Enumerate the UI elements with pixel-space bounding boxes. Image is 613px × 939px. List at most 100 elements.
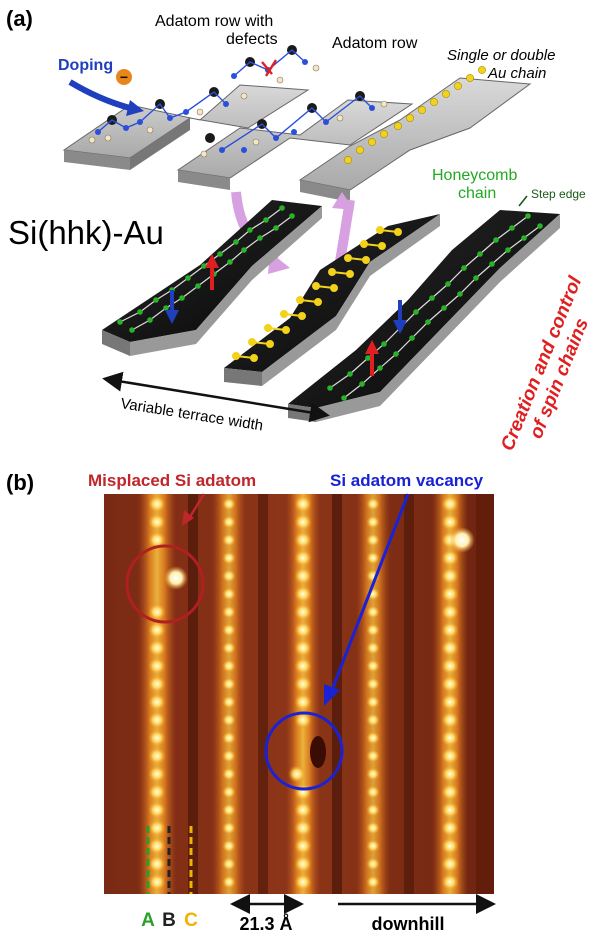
bright-spot-top-right [449, 527, 475, 553]
stm-dot [222, 857, 236, 871]
honeycomb-label-1: Honeycomb [432, 167, 517, 184]
adatom-row-defects-label-1: Adatom row with [155, 13, 273, 30]
electron-icon [116, 69, 132, 85]
au-chain-dots-top [344, 66, 486, 164]
stm-dot [441, 765, 459, 783]
stm-dot [148, 513, 166, 531]
panel-a-label: (a) [6, 6, 33, 31]
adatom-row-defects-label-2: defects [226, 31, 278, 48]
stm-dot [366, 695, 380, 709]
stm-dot [366, 803, 380, 817]
stm-dot [222, 551, 236, 565]
vacancy-circle [264, 711, 344, 791]
stm-dot [148, 657, 166, 675]
stm-dot [148, 711, 166, 729]
step-edge-label: Step edge [531, 187, 586, 201]
stm-dot [441, 585, 459, 603]
stm-dot [294, 513, 312, 531]
stm-dot [441, 747, 459, 765]
stm-dot [222, 533, 236, 547]
spacing-label: 21.3 Å [239, 914, 292, 934]
stm-dot [441, 603, 459, 621]
stm-dot [148, 783, 166, 801]
stm-dot [222, 569, 236, 583]
transition-arrow-right-head-up [332, 192, 354, 210]
stm-dot [222, 659, 236, 673]
stm-dot [148, 819, 166, 837]
stm-dot [148, 729, 166, 747]
stm-dot [441, 513, 459, 531]
stm-dot [294, 837, 312, 855]
stm-dot [222, 749, 236, 763]
stm-dot [294, 567, 312, 585]
stm-dot [366, 785, 380, 799]
au-double-chain [232, 226, 402, 362]
stm-dot [222, 821, 236, 835]
doping-label: Doping [58, 57, 113, 74]
stm-dot [294, 585, 312, 603]
terrace-width-arrow [102, 371, 330, 423]
step-edge-pointer [518, 195, 528, 207]
adatom-rows-atoms [88, 45, 388, 158]
stm-dot [366, 713, 380, 727]
honeycomb-label-2: chain [458, 185, 496, 202]
stm-dot [294, 603, 312, 621]
marker-b: B [162, 910, 176, 931]
surface-title: Si(hhk)-Au [8, 214, 164, 251]
stm-dot [294, 495, 312, 513]
stm-dot [366, 821, 380, 835]
stm-dot [294, 873, 312, 891]
stm-dot [222, 875, 236, 889]
stm-dot [294, 639, 312, 657]
stm-dot [366, 515, 380, 529]
stm-dot [294, 801, 312, 819]
stm-dot [148, 765, 166, 783]
vacancy-arrow [330, 493, 410, 691]
stm-dot [148, 603, 166, 621]
stm-dot [441, 657, 459, 675]
stm-dot [222, 731, 236, 745]
vacancy-dark-spot [310, 736, 326, 768]
stm-dot [148, 855, 166, 873]
vacancy-label: Si adatom vacancy [330, 471, 484, 490]
downhill-label: downhill [372, 914, 445, 934]
transition-arrow-right [335, 199, 355, 263]
doping-arrow [68, 79, 131, 111]
stm-dot [441, 711, 459, 729]
stm-dot [366, 767, 380, 781]
stm-dot [441, 783, 459, 801]
stm-dot [222, 695, 236, 709]
stm-dot [366, 839, 380, 853]
creation-label-group: Creation and control of spin chains [497, 273, 593, 454]
stm-dot [148, 873, 166, 891]
stm-dot [441, 801, 459, 819]
stm-dot [148, 837, 166, 855]
stm-dot [288, 765, 306, 783]
stm-dot [366, 731, 380, 745]
stm-dot [222, 623, 236, 637]
stm-dot [294, 657, 312, 675]
stm-dot [148, 531, 166, 549]
electron-sign: − [120, 69, 128, 85]
stm-dot [441, 675, 459, 693]
misplaced-adatom-spot [164, 566, 188, 590]
stm-dot [294, 819, 312, 837]
misplaced-label: Misplaced Si adatom [88, 471, 256, 490]
stm-dot [441, 549, 459, 567]
stm-dot [441, 837, 459, 855]
stm-dot [148, 693, 166, 711]
stm-dot [222, 515, 236, 529]
stm-dot [366, 623, 380, 637]
stm-dot [441, 873, 459, 891]
stm-dot [222, 785, 236, 799]
stm-dot [441, 639, 459, 657]
stm-dot [294, 621, 312, 639]
stm-dot [294, 855, 312, 873]
stm-dot [441, 495, 459, 513]
stm-dot [148, 495, 166, 513]
stm-dot [441, 855, 459, 873]
stm-dot [148, 801, 166, 819]
stm-dot [148, 747, 166, 765]
